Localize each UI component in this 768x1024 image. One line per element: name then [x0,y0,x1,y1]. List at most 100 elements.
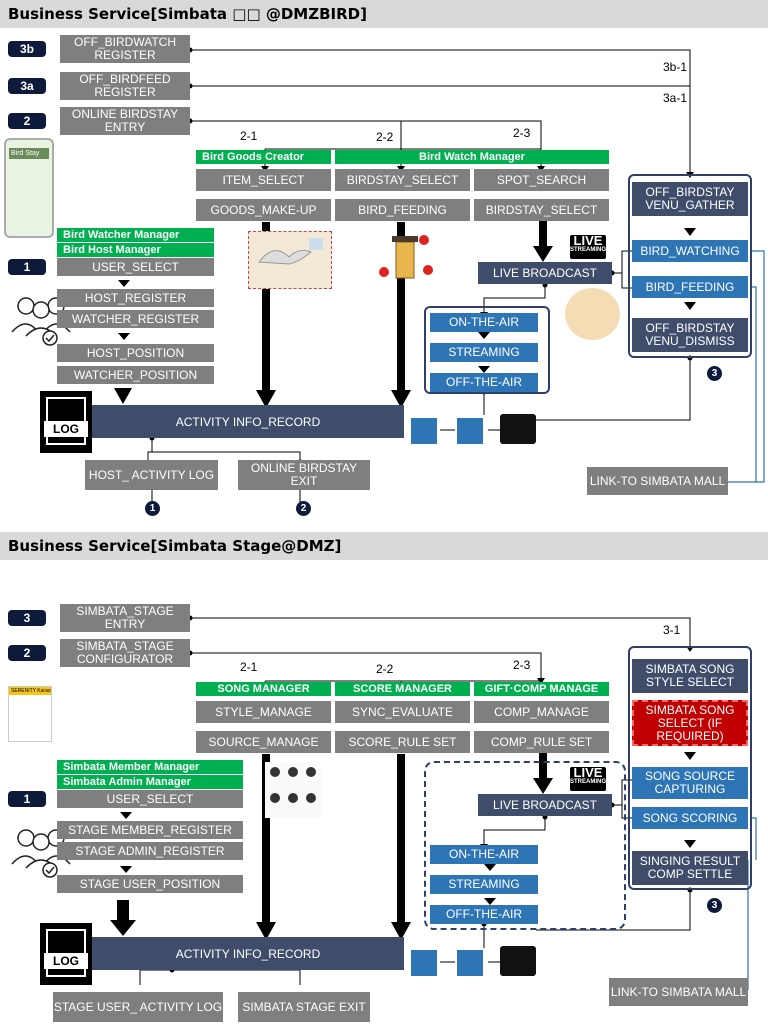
on-the-air-box[interactable]: ON-THE-AIR [430,313,538,332]
birdstay-select-box-2[interactable]: BIRDSTAY_SELECT [474,199,609,221]
host-register-box[interactable]: HOST_REGISTER [57,289,214,307]
step-2-marker: 2 [296,501,311,516]
log-document-icon-stage: LOG [40,923,92,985]
birdwatcher-illustration [565,288,620,340]
badge-3a: 3a [8,78,46,94]
bird-watching-box[interactable]: BIRD_WATCHING [632,240,748,262]
section2-title: Business Service[Simbata Stage@DMZ] [0,532,768,560]
bird-watcher-manager-label: Bird Watcher Manager [57,228,214,242]
link-to-simbata-mall-box-stage[interactable]: LINK-TO SIMBATA MALL [609,978,748,1006]
label-2-2: 2-2 [376,130,394,144]
step-3-marker: 3 [707,366,722,381]
stage-user-activity-log-box[interactable]: STAGE USER_ ACTIVITY LOG [53,992,223,1022]
device-board-icon-stage [500,946,536,976]
sync-evaluate-box[interactable]: SYNC_EVALUATE [335,701,470,723]
database-icon-stage [410,949,438,977]
activity-info-record-bar-stage[interactable]: ACTIVITY INFO_RECORD [92,937,404,970]
label-2-1: 2-1 [240,129,258,143]
link-to-simbata-mall-box[interactable]: LINK-TO SIMBATA MALL [587,467,728,495]
simbata-stage-configurator-box[interactable]: SIMBATA_STAGE CONFIGURATOR [60,639,190,667]
label-2-1-stage: 2-1 [240,660,258,674]
bird-feeding-box[interactable]: BIRD_FEEDING [335,199,470,221]
watcher-position-box[interactable]: WATCHER_POSITION [57,366,214,384]
user-select-box-stage[interactable]: USER_SELECT [57,790,243,808]
song-source-capturing-box[interactable]: SONG SOURCE CAPTURING [632,767,748,799]
gift-comp-manage-label: GIFT·COMP MANAGE [474,682,609,696]
bird-feeding-right-box[interactable]: BIRD_FEEDING [632,276,748,298]
bird-host-manager-label: Bird Host Manager [57,243,214,257]
bird-stay-app-phone: Bird Stay [4,138,54,238]
live-broadcast-box[interactable]: LIVE BROADCAST [478,262,612,284]
online-birdstay-exit-box[interactable]: ONLINE BIRDSTAY EXIT [238,460,370,490]
goods-make-up-box[interactable]: GOODS_MAKE-UP [196,199,331,221]
network-icon-stage [456,949,484,977]
stage-user-position-box[interactable]: STAGE USER_POSITION [57,875,243,893]
stage-member-register-box[interactable]: STAGE MEMBER_REGISTER [57,821,243,839]
broadcast-dashed-frame [424,761,626,930]
badge-2: 2 [8,113,46,129]
song-stage-frame [628,646,752,890]
postcard-bird-image [248,231,332,289]
item-select-box[interactable]: ITEM_SELECT [196,169,331,191]
label-3b-1: 3b-1 [663,60,688,74]
off-birdwatch-register-box[interactable]: OFF_BIRDWATCH REGISTER [60,35,190,63]
simbata-admin-manager-label: Simbata Admin Manager [57,775,243,789]
users-group-icon [8,290,74,348]
score-manager-label: SCORE MANAGER [335,682,470,696]
off-the-air-box[interactable]: OFF-THE-AIR [430,373,538,392]
bird-goods-creator-label: Bird Goods Creator [196,150,331,164]
simbata-song-style-select-box[interactable]: SIMBATA SONG STYLE SELECT [632,659,748,693]
live-broadcast-box-stage[interactable]: LIVE BROADCAST [478,794,612,816]
database-icon [410,417,438,445]
stage-admin-register-box[interactable]: STAGE ADMIN_REGISTER [57,842,243,860]
simbata-member-manager-label: Simbata Member Manager [57,760,243,774]
broadcast-sequence-frame [424,306,550,394]
section1-title: Business Service[Simbata □□ @DMZBIRD] [0,0,768,28]
bird-feeder-image [370,228,440,288]
label-2-3: 2-3 [513,126,531,140]
spot-search-box[interactable]: SPOT_SEARCH [474,169,609,191]
song-scoring-box[interactable]: SONG SCORING [632,807,748,829]
label-2-2-stage: 2-2 [376,662,394,676]
simbata-song-select-box[interactable]: SIMBATA SONG SELECT (IF REQUIRED) [632,700,748,746]
doc-title: SERENITY Karaoke [9,687,51,695]
source-manage-box[interactable]: SOURCE_MANAGE [196,731,331,753]
song-manager-label: SONG MANAGER [196,682,331,696]
label-3a-1: 3a-1 [663,91,688,105]
song-characters-image [265,762,321,818]
badge-1: 1 [8,259,46,275]
badge-1-stage: 1 [8,791,46,807]
comp-manage-box[interactable]: COMP_MANAGE [474,701,609,723]
device-board-icon [500,414,536,444]
bird-watch-manager-label: Bird Watch Manager [335,150,609,164]
badge-3-stage: 3 [8,610,46,626]
birdstay-select-box[interactable]: BIRDSTAY_SELECT [335,169,470,191]
off-birdfeed-register-box[interactable]: OFF_BIRDFEED REGISTER [60,72,190,100]
phone-app-title: Bird Stay [9,148,49,159]
user-select-box[interactable]: USER_SELECT [57,258,214,276]
streaming-box-stage[interactable]: STREAMING [430,875,538,894]
singing-result-comp-settle-box[interactable]: SINGING RESULT COMP SETTLE [632,851,748,885]
style-manage-box[interactable]: STYLE_MANAGE [196,701,331,723]
step-3-marker-stage: 3 [707,898,722,913]
step-1-marker: 1 [145,501,160,516]
host-activity-log-box[interactable]: HOST_ ACTIVITY LOG [85,460,218,490]
simbata-stage-entry-box[interactable]: SIMBATA_STAGE ENTRY [60,604,190,632]
watcher-register-box[interactable]: WATCHER_REGISTER [57,310,214,328]
off-birdstay-venu-dismiss-box[interactable]: OFF_BIRDSTAY VENU_DISMISS [632,318,748,352]
online-birdstay-entry-box[interactable]: ONLINE BIRDSTAY ENTRY [60,107,190,135]
on-the-air-box-stage[interactable]: ON-THE-AIR [430,845,538,864]
streaming-box[interactable]: STREAMING [430,343,538,362]
log-label-stage: LOG [44,953,88,969]
badge-3b: 3b [8,41,46,57]
off-the-air-box-stage[interactable]: OFF-THE-AIR [430,905,538,924]
score-rule-set-box[interactable]: SCORE_RULE SET [335,731,470,753]
simbata-stage-exit-box[interactable]: SIMBATA STAGE EXIT [238,992,370,1022]
host-position-box[interactable]: HOST_POSITION [57,344,214,362]
off-birdstay-venu-gather-box[interactable]: OFF_BIRDSTAY VENU_GATHER [632,182,748,216]
activity-info-record-bar[interactable]: ACTIVITY INFO_RECORD [92,405,404,438]
comp-rule-set-box[interactable]: COMP_RULE SET [474,731,609,753]
